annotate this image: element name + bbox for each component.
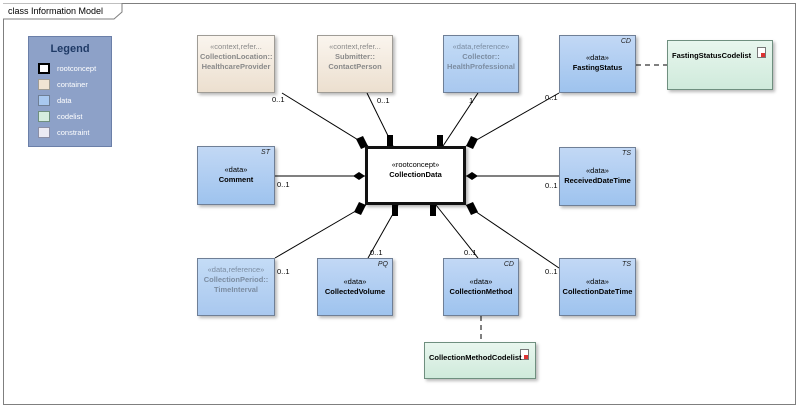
node-collected-volume[interactable]: PQ «data» CollectedVolume <box>317 258 393 316</box>
class-name: Comment <box>218 175 254 184</box>
stereotype-label: «context,refer... <box>329 42 381 51</box>
stereotype-label: «data» <box>343 277 367 286</box>
composition-diamond <box>437 135 443 146</box>
class-name: CollectionDateTime <box>562 287 633 296</box>
composition-diamond <box>392 205 398 216</box>
datatype-tag: CD <box>620 38 631 45</box>
codelist-icon <box>520 349 529 360</box>
composition-diamond <box>430 205 436 216</box>
frame-title-tab <box>3 3 123 20</box>
multiplicity-label: 0..1 <box>377 96 390 105</box>
node-fasting-status-codelist[interactable]: FastingStatusCodelist <box>667 40 773 90</box>
node-collection-method[interactable]: CD «data» CollectionMethod <box>443 258 519 316</box>
datatype-tag: ST <box>261 149 270 156</box>
datatype-tag: PQ <box>377 261 388 268</box>
multiplicity-label: 0..1 <box>370 248 383 257</box>
composition-diamond <box>466 172 478 180</box>
class-name: ReceivedDateTime <box>564 176 631 185</box>
node-collector[interactable]: «data,reference» Collector:: HealthProfe… <box>443 35 519 93</box>
legend: Legend rootconcept container data codeli… <box>28 36 112 147</box>
link-collection-method <box>435 204 479 259</box>
legend-label: constraint <box>57 128 90 137</box>
link-collection-period <box>274 204 367 259</box>
node-comment[interactable]: ST «data» Comment <box>197 146 275 205</box>
legend-swatch <box>38 127 50 138</box>
diagram-title: class Information Model <box>8 6 104 16</box>
class-name: CollectionMethod <box>449 287 513 296</box>
class-name: FastingStatus <box>572 63 623 72</box>
multiplicity-label: 0..1 <box>545 181 558 190</box>
datatype-tag: TS <box>622 150 631 157</box>
class-name: CollectionData <box>389 170 442 179</box>
legend-label: data <box>57 96 72 105</box>
composition-diamond <box>466 136 478 149</box>
stereotype-label: «data» <box>586 166 609 175</box>
multiplicity-label: 0..1 <box>272 95 285 104</box>
node-fasting-status[interactable]: CD «data» FastingStatus <box>559 35 636 93</box>
multiplicity-label: 0..1 <box>545 93 558 102</box>
legend-swatch <box>38 95 50 106</box>
stereotype-label: «data» <box>586 277 609 286</box>
class-name: CollectionLocation:: <box>200 52 273 61</box>
composition-diamond <box>356 136 368 149</box>
link-collection-date-time <box>465 204 560 269</box>
multiplicity-label: 0..1 <box>277 180 290 189</box>
composition-diamond <box>353 172 365 180</box>
multiplicity-label: 1 <box>469 96 474 105</box>
class-name: Submitter:: <box>335 52 375 61</box>
legend-swatch <box>38 111 50 122</box>
multiplicity-label: 0..1 <box>277 267 290 276</box>
composition-diamond <box>466 202 478 215</box>
legend-label: codelist <box>57 112 83 121</box>
node-collection-method-codelist[interactable]: CollectionMethodCodelist <box>424 342 536 379</box>
legend-title: Legend <box>50 43 90 55</box>
stereotype-label: «rootconcept» <box>391 160 440 169</box>
class-type: ContactPerson <box>328 62 382 71</box>
node-received-date-time[interactable]: TS «data» ReceivedDateTime <box>559 147 636 206</box>
stereotype-label: «data» <box>469 277 493 286</box>
node-collection-date-time[interactable]: TS «data» CollectionDateTime <box>559 258 636 316</box>
class-name: FastingStatusCodelist <box>672 51 752 60</box>
codelist-icon <box>757 47 766 58</box>
class-name: CollectionPeriod:: <box>203 275 269 284</box>
legend-swatch <box>38 63 50 74</box>
multiplicity-label: 0..1 <box>464 248 477 257</box>
stereotype-label: «data,reference» <box>207 265 265 274</box>
composition-diamond <box>354 202 366 215</box>
legend-swatch <box>38 79 50 90</box>
stereotype-label: «context,refer... <box>210 42 262 51</box>
class-type: TimeInterval <box>213 285 259 294</box>
class-name: Collector:: <box>462 52 500 61</box>
composition-diamond <box>387 135 393 146</box>
link-fasting-status <box>465 92 560 147</box>
datatype-tag: CD <box>503 261 514 268</box>
stereotype-label: «data» <box>224 165 248 174</box>
link-collector <box>442 92 479 147</box>
class-type: HealthcareProvider <box>201 62 271 71</box>
class-name: CollectedVolume <box>324 287 386 296</box>
datatype-tag: TS <box>622 261 631 268</box>
node-collection-location[interactable]: «context,refer... CollectionLocation:: H… <box>197 35 275 93</box>
legend-label: container <box>57 80 88 89</box>
legend-label: rootconcept <box>57 64 97 73</box>
class-name: CollectionMethodCodelist <box>429 353 522 362</box>
node-collection-data[interactable]: «rootconcept» CollectionData <box>365 146 466 205</box>
node-submitter[interactable]: «context,refer... Submitter:: ContactPer… <box>317 35 393 93</box>
multiplicity-label: 0..1 <box>545 267 558 276</box>
node-collection-period[interactable]: «data,reference» CollectionPeriod:: Time… <box>197 258 275 316</box>
stereotype-label: «data» <box>586 53 609 62</box>
link-collection-location <box>281 92 369 147</box>
stereotype-label: «data,reference» <box>452 42 510 51</box>
class-type: HealthProfessional <box>447 62 515 71</box>
diagram-frame <box>3 3 796 405</box>
